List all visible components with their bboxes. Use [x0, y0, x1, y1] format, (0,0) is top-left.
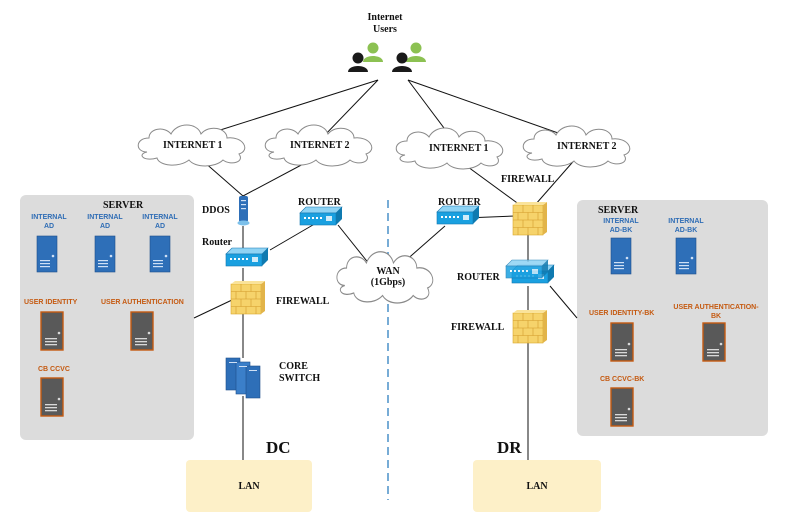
dc-server-title: SERVER — [103, 200, 144, 211]
server-icon — [40, 377, 64, 417]
server-icon — [94, 235, 116, 273]
dc-server-label-2: INTERNAL AD — [87, 214, 123, 230]
ddos-icon — [237, 196, 250, 226]
ddos-label: DDOS — [202, 205, 230, 216]
dr-lan-box: LAN — [473, 460, 601, 512]
server-icon — [702, 322, 726, 362]
dc-user-identity-label: USER IDENTITY — [24, 299, 78, 306]
dc-router-top-label: ROUTER — [298, 197, 341, 208]
dc-server-label-1: INTERNAL AD — [31, 214, 67, 230]
internet2-right-label: INTERNET 2 — [557, 141, 617, 152]
server-icon — [610, 322, 634, 362]
router-icon — [436, 205, 480, 225]
dc-user-auth-label: USER AUTHENTICATION — [101, 299, 184, 306]
wan-label: WAN (1Gbps) — [370, 266, 406, 288]
dr-server-title: SERVER — [598, 205, 639, 216]
dr-firewall-top-label: FIREWALL — [501, 174, 555, 185]
server-icon — [149, 235, 171, 273]
firewall-icon — [230, 280, 266, 315]
dr-router-mid-label: ROUTER — [457, 272, 500, 283]
dc-site-label: DC — [266, 438, 291, 457]
server-icon — [40, 311, 64, 351]
dc-cb-label: CB CCVC — [38, 366, 70, 373]
dr-user-auth-label: USER AUTHENTICATION- BK — [673, 304, 759, 320]
dc-router-small-label: Router — [202, 237, 232, 248]
dr-site-label: DR — [497, 438, 522, 457]
server-icon — [675, 237, 697, 275]
users-icon — [348, 42, 426, 72]
firewall-icon — [512, 309, 548, 344]
dr-server-label-1: INTERNAL AD-BK — [603, 218, 639, 234]
server-icon — [36, 235, 58, 273]
firewall-icon — [512, 201, 548, 236]
dr-user-identity-label: USER IDENTITY-BK — [589, 310, 655, 317]
core-switch-icon — [225, 357, 261, 399]
server-icon — [610, 237, 632, 275]
router-icon — [505, 259, 549, 279]
router-icon — [299, 206, 343, 226]
router-icon — [225, 247, 269, 267]
dc-lan-box: LAN — [186, 460, 312, 512]
dr-server-panel — [577, 200, 768, 436]
dr-firewall-bottom-label: FIREWALL — [451, 322, 505, 333]
server-icon — [130, 311, 154, 351]
dr-server-label-2: INTERNAL AD-BK — [668, 218, 704, 234]
internet1-right-label: INTERNET 1 — [429, 143, 489, 154]
dc-firewall-label: FIREWALL — [276, 296, 330, 307]
server-icon — [610, 387, 634, 427]
core-switch-label: CORE SWITCH — [279, 361, 321, 384]
dr-cb-label: CB CCVC-BK — [600, 376, 645, 383]
dc-server-label-3: INTERNAL AD — [142, 214, 178, 230]
internet1-left-label: INTERNET 1 — [163, 140, 223, 151]
internet-users-label: Internet Users — [367, 12, 403, 35]
dr-router-top-label: ROUTER — [438, 197, 481, 208]
internet2-left-label: INTERNET 2 — [290, 140, 350, 151]
